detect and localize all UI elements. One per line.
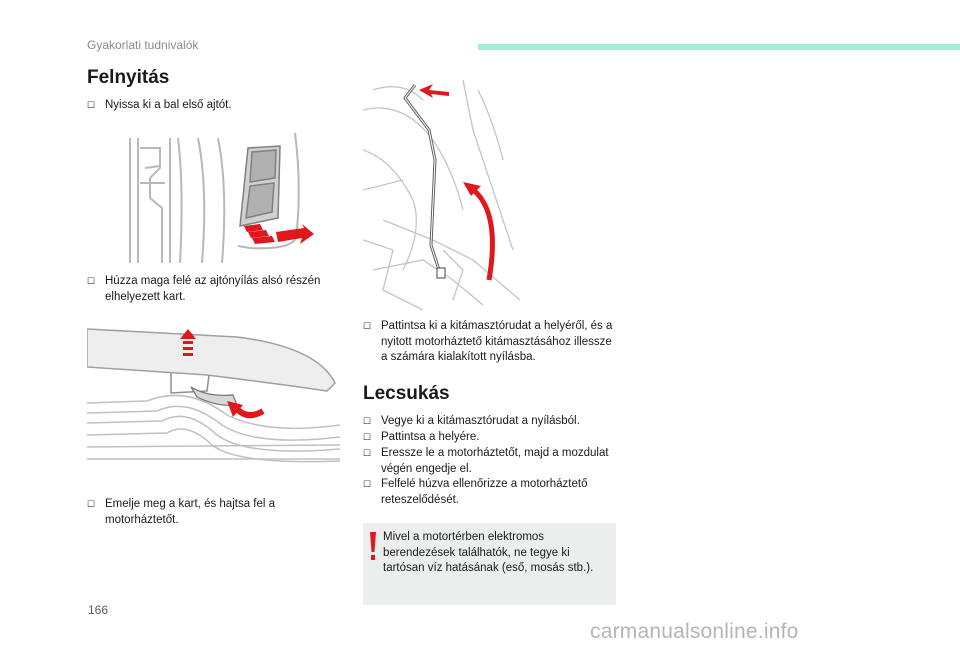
opening-step-3: ☐ Emelje meg a kart, és hajtsa fel a mot… xyxy=(87,498,276,526)
exclamation-icon xyxy=(370,532,376,560)
prop-rod-svg xyxy=(362,79,521,311)
checkbox-bullet-icon: ☐ xyxy=(87,276,96,286)
closing-step-1: ☐ Vegye ki a kitámasztórudat a nyílásból… xyxy=(363,414,618,430)
prop-step: ☐ Pattintsa ki a kitámasztórudat a helyé… xyxy=(363,320,613,363)
opening-step-2: ☐ Húzza maga felé az ajtónyílás alsó rés… xyxy=(87,275,321,303)
door-lever-illustration xyxy=(120,128,320,264)
door-lever-svg xyxy=(129,132,314,264)
hood-catch-illustration xyxy=(86,325,341,470)
closing-step-4: ☐ Felfelé húzva ellenőrizze a motorházte… xyxy=(363,478,588,506)
closing-title: Lecsukás xyxy=(363,383,450,404)
prop-rod-illustration xyxy=(362,70,521,311)
closing-step-3: ☐ Eressze le a motorháztetőt, majd a moz… xyxy=(363,447,609,475)
checkbox-bullet-icon: ☐ xyxy=(363,416,372,426)
opening-title: Felnyitás xyxy=(87,67,170,88)
checkbox-bullet-icon: ☐ xyxy=(363,432,372,442)
closing-step-2: ☐ Pattintsa a helyére. xyxy=(363,430,618,446)
checkbox-bullet-icon: ☐ xyxy=(87,499,96,509)
checkbox-bullet-icon: ☐ xyxy=(363,448,372,458)
watermark: carmanualsonline.info xyxy=(590,620,799,643)
warning-text: Mivel a motortérben elektromos berendezé… xyxy=(383,531,594,574)
section-header: Gyakorlati tudnivalók xyxy=(87,38,199,52)
header-accent-bar xyxy=(478,44,960,50)
checkbox-bullet-icon: ☐ xyxy=(363,321,372,331)
opening-step-1: ☐ Nyissa ki a bal első ajtót. xyxy=(87,98,347,114)
checkbox-bullet-icon: ☐ xyxy=(363,479,372,489)
checkbox-bullet-icon: ☐ xyxy=(87,100,96,110)
warning-box: Mivel a motortérben elektromos berendezé… xyxy=(363,523,616,605)
page-number: 166 xyxy=(88,603,109,617)
hood-catch-svg xyxy=(86,328,341,463)
